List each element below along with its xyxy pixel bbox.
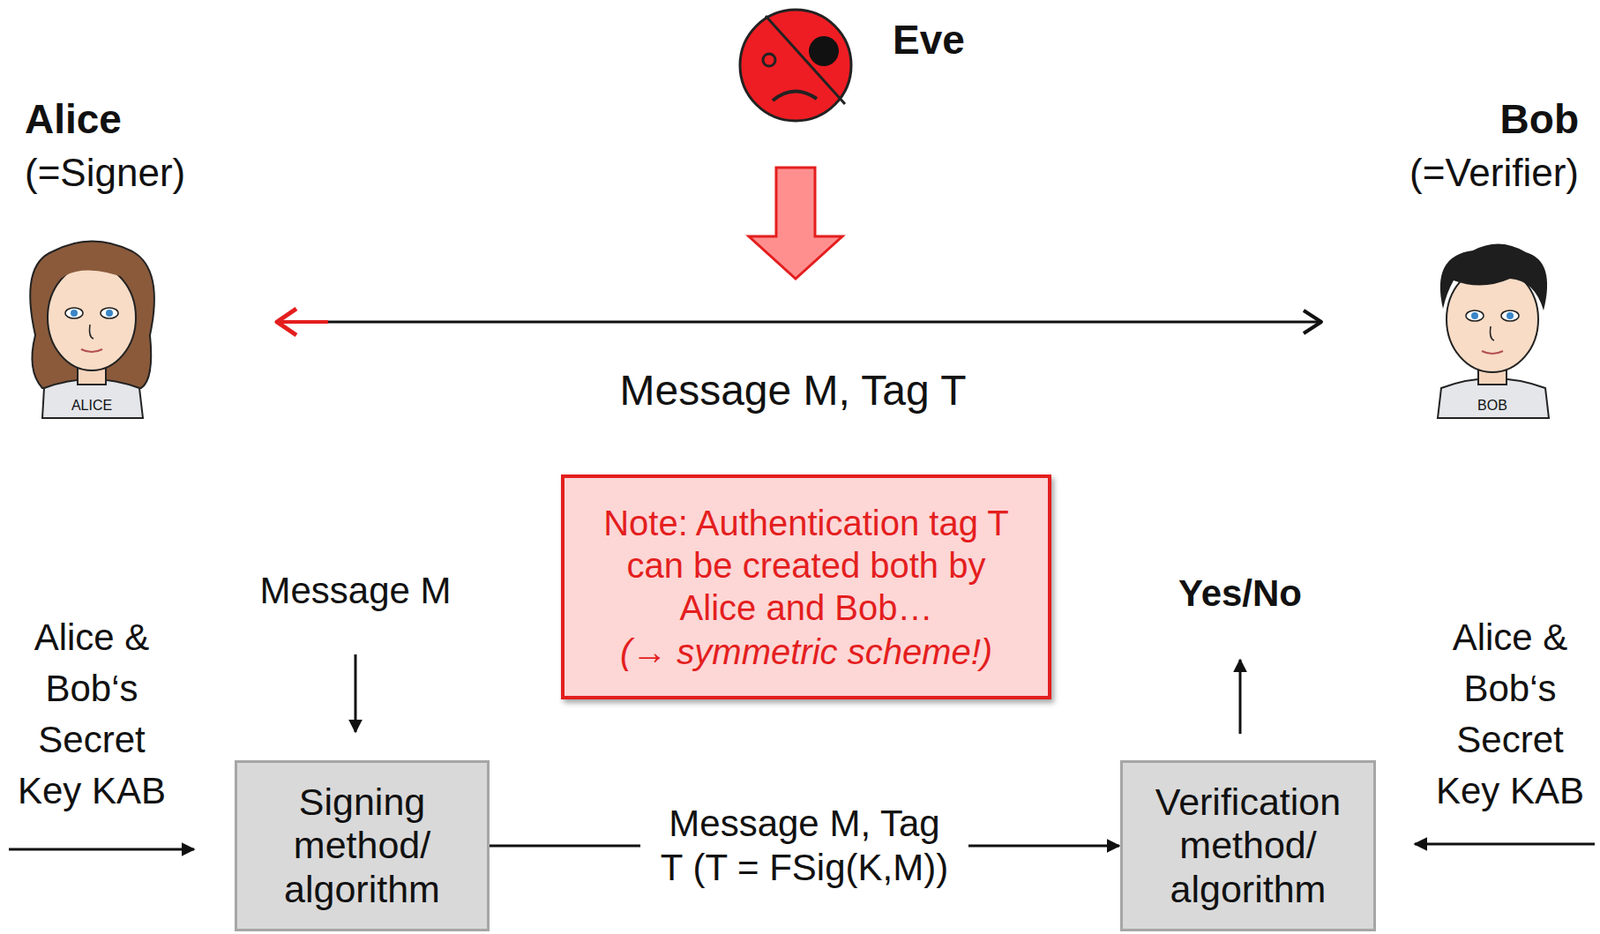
channel-label: Message M, Tag T (619, 365, 966, 417)
note-box: Note: Authentication tag T can be create… (560, 474, 1052, 700)
channel-head-left (276, 308, 297, 336)
eve-face (740, 9, 852, 121)
box-text: Signing method/ algorithm (246, 780, 479, 912)
key-label: Alice & Bob‘s Secret Key KAB (12, 612, 172, 817)
shirt-label: ALICE (71, 396, 113, 414)
actor-name: Bob (1500, 95, 1579, 144)
note-text: Note: Authentication tag T can be create… (590, 501, 1022, 629)
alice-avatar (29, 241, 155, 419)
note-remark: (→ symmetric scheme!) (620, 630, 993, 673)
message-input-arrow (354, 654, 358, 733)
channel-line (291, 321, 1320, 324)
attack-arrow (748, 167, 843, 279)
process-box: Verification method/ algorithm (1120, 760, 1376, 932)
bob-avatar (1437, 243, 1549, 419)
actor-name: Eve (892, 15, 965, 65)
key-arrow-right (1414, 843, 1595, 846)
shirt-label: BOB (1477, 396, 1508, 414)
output-label: Yes/No (1178, 571, 1302, 616)
result-output-arrow (1239, 659, 1242, 734)
input-label: Message M (259, 568, 451, 614)
channel-red-part (276, 320, 329, 324)
box-text: Verification method/ algorithm (1131, 780, 1365, 912)
channel-head-right (1303, 310, 1322, 334)
process-box: Signing method/ algorithm (234, 760, 490, 932)
actor-role: (=Signer) (24, 149, 186, 197)
actor-role: (=Verifier) (1409, 149, 1579, 197)
key-arrow-left (8, 848, 195, 852)
edge-label: Message M, Tag T (T = FSig(K,M)) (640, 801, 969, 891)
key-label: Alice & Bob‘s Secret Key KAB (1430, 612, 1590, 817)
actor-name: Alice (24, 95, 122, 144)
